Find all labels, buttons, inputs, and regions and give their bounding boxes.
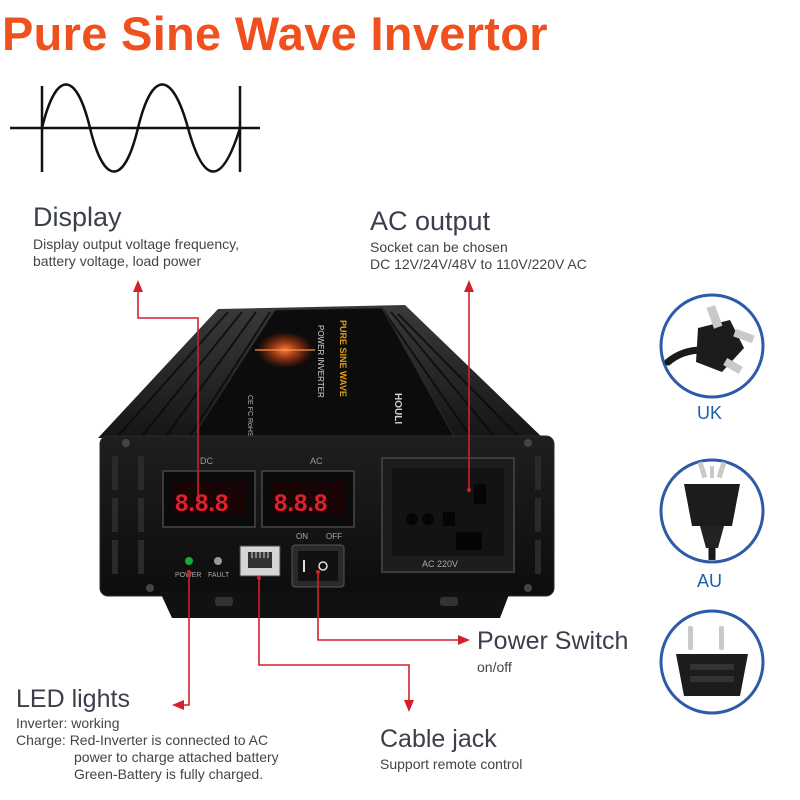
ac-display-readout: 8.8.8: [274, 490, 327, 517]
power-switch-line-1: on/off: [477, 659, 512, 675]
ac-output-line-1: Socket can be chosen: [370, 239, 508, 255]
ac-output-heading: AC output: [370, 206, 491, 236]
led-line-4: Green-Battery is fully charged.: [74, 766, 264, 782]
device-model-label: POWER INVERTER: [316, 325, 325, 398]
uk-plug-label: UK: [697, 403, 723, 423]
display-line-2: battery voltage, load power: [33, 253, 202, 269]
ac-output-line-2: DC 12V/24V/48V to 110V/220V AC: [370, 256, 587, 272]
led-lights-description: Inverter: working Charge: Red-Inverter i…: [16, 715, 279, 783]
led-line-1: Inverter: working: [16, 715, 120, 731]
led-line-3: power to charge attached battery: [74, 749, 279, 765]
sine-wave-icon: [10, 83, 260, 173]
display-line-1: Display output voltage frequency,: [33, 236, 239, 252]
led-lights-heading: LED lights: [16, 685, 130, 713]
dc-label: DC: [200, 456, 213, 466]
cable-jack-line-1: Support remote control: [380, 756, 523, 772]
page-title: Pure Sine Wave Invertor: [2, 7, 548, 60]
eu-plug-icon: [659, 609, 765, 715]
on-label: ON: [296, 532, 308, 541]
au-plug-icon: [659, 458, 765, 564]
off-label: OFF: [326, 532, 342, 541]
display-description: Display output voltage frequency, batter…: [33, 236, 239, 270]
ac-label: AC: [310, 456, 323, 466]
power-switch-heading: Power Switch: [477, 627, 629, 655]
socket-label: AC 220V: [422, 559, 458, 569]
device-cert-label: CE FC RoHS: [246, 395, 253, 437]
ac-output-description: Socket can be chosen DC 12V/24V/48V to 1…: [370, 239, 587, 273]
display-heading: Display: [33, 202, 122, 232]
led-line-2: Charge: Red-Inverter is connected to AC: [16, 732, 269, 748]
dc-display-readout: 8.8.8: [175, 490, 228, 517]
au-plug-label: AU: [697, 571, 723, 591]
uk-plug-icon: [659, 293, 765, 399]
cable-jack-heading: Cable jack: [380, 725, 497, 753]
device-brand: HOULI: [392, 393, 403, 424]
device-top-label: PURE SINE WAVE: [338, 320, 348, 397]
fault-label: FAULT: [208, 572, 230, 579]
